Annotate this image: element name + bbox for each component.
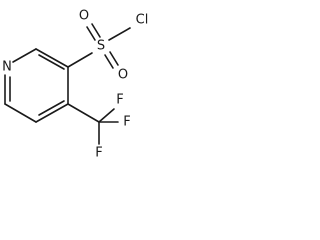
- pyridine-ring: [4, 48, 69, 123]
- bond-n-c2: [12, 48, 37, 63]
- bond-s-o-top-a: [86, 26, 96, 41]
- molecule-structure: N S O O Cl F F F: [2, 9, 149, 161]
- atom-oxygen-top: O: [79, 9, 89, 24]
- atom-nitrogen: N: [2, 60, 12, 75]
- bond-c3-s: [67, 52, 93, 68]
- bond-s-o-bottom-b: [109, 51, 119, 66]
- bond-c5-c6: [4, 103, 37, 123]
- bond-s-cl: [108, 27, 131, 41]
- bond-c4-c5-inner: [38, 100, 65, 116]
- atom-fluorine-bottom: F: [95, 146, 102, 161]
- sulfonyl-chloride-group: [67, 23, 131, 69]
- bond-c2-c3: [35, 48, 69, 68]
- trifluoromethyl-group: [67, 103, 119, 145]
- atom-sulfur: S: [97, 39, 105, 54]
- atom-fluorine-right: F: [123, 115, 130, 130]
- bond-s-o-top-b: [91, 23, 101, 38]
- bond-c4-c5: [35, 103, 69, 123]
- bond-c2-c3-inner: [38, 54, 65, 70]
- atom-fluorine-top: F: [116, 93, 123, 108]
- atom-oxygen-bottom: O: [118, 68, 128, 83]
- atom-chlorine: Cl: [136, 13, 149, 28]
- bond-s-o-bottom-a: [104, 54, 114, 69]
- bond-c4-cf3: [67, 103, 100, 123]
- bond-cf3-f-top: [98, 108, 115, 123]
